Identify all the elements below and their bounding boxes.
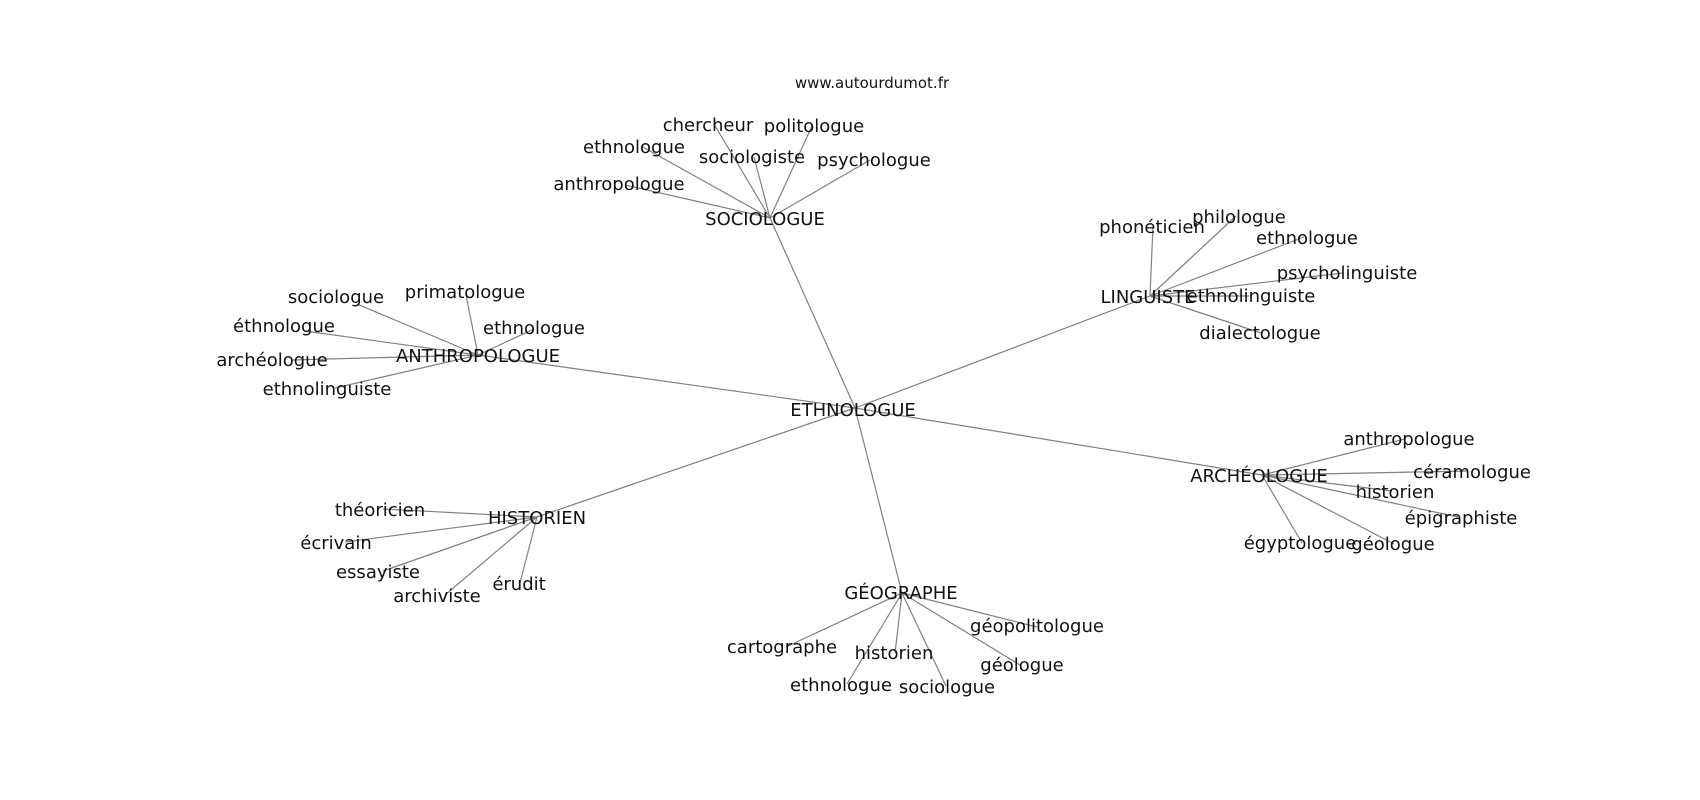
hub-node-label[interactable]: ANTHROPOLOGUE <box>396 346 560 367</box>
hub-leaf-edge <box>1149 225 1154 297</box>
leaf-node-label[interactable]: théoricien <box>335 500 425 521</box>
graph-edges <box>291 123 1469 687</box>
hub-leaf-edge <box>753 156 771 219</box>
hub-leaf-edge <box>519 516 538 584</box>
hub-leaf-edge <box>787 592 903 647</box>
hub-leaf-edge <box>901 592 1038 628</box>
hub-leaf-edge <box>382 508 538 518</box>
leaf-node-label[interactable]: ethnolinguiste <box>1187 286 1316 307</box>
leaf-node-label[interactable]: phonéticien <box>1099 217 1205 238</box>
hub-leaf-edge <box>477 328 535 356</box>
hub-leaf-edge <box>356 303 479 356</box>
leaf-node-label[interactable]: ethnologue <box>583 137 685 158</box>
leaf-node-label[interactable]: cartographe <box>727 637 837 658</box>
hub-leaf-edge <box>1149 215 1237 297</box>
hub-leaf-edge <box>1261 474 1395 545</box>
center-hub-edge <box>854 295 1151 409</box>
hub-node-label[interactable]: LINGUISTE <box>1100 287 1195 308</box>
center-node-label[interactable]: ETHNOLOGUE <box>790 400 916 421</box>
hub-leaf-edge <box>1261 474 1459 518</box>
leaf-node-label[interactable]: chercheur <box>663 115 754 136</box>
hub-leaf-edge <box>901 592 947 687</box>
hub-leaf-edge <box>1261 474 1303 544</box>
leaf-node-label[interactable]: géologue <box>980 655 1063 676</box>
leaf-node-label[interactable]: ethnologue <box>790 675 892 696</box>
hub-leaf-edge <box>846 592 903 685</box>
leaf-node-label[interactable]: sociologiste <box>699 147 805 168</box>
leaf-node-label[interactable]: essayiste <box>336 562 420 583</box>
leaf-node-label[interactable]: dialectologue <box>1199 323 1320 344</box>
leaf-node-label[interactable]: anthropologue <box>1343 429 1474 450</box>
center-hub-edge <box>477 354 856 409</box>
leaf-node-label[interactable]: ethnologue <box>483 318 585 339</box>
leaf-node-label[interactable]: épigraphiste <box>1405 508 1518 529</box>
hub-leaf-edge <box>444 516 538 596</box>
leaf-node-label[interactable]: sociologue <box>899 677 995 698</box>
site-watermark: www.autourdumot.fr <box>795 74 950 92</box>
hub-leaf-edge <box>344 516 538 543</box>
center-hub-edge <box>769 217 856 409</box>
leaf-node-label[interactable]: érudit <box>492 574 545 595</box>
hub-leaf-edge <box>713 123 771 219</box>
leaf-node-label[interactable]: éthnologue <box>233 316 335 337</box>
leaf-node-label[interactable]: géologue <box>1351 534 1434 555</box>
hub-node-label[interactable]: SOCIOLOGUE <box>705 209 825 230</box>
hub-leaf-edge <box>1149 295 1262 334</box>
center-hub-edge <box>854 407 1263 476</box>
hub-node-label[interactable]: GÉOGRAPHE <box>844 582 957 604</box>
hub-node-label[interactable]: ARCHÉOLOGUE <box>1190 465 1328 487</box>
hub-leaf-edge <box>465 294 479 356</box>
center-hub-edge <box>854 407 903 594</box>
leaf-node-label[interactable]: historien <box>1356 482 1435 503</box>
hub-leaf-edge <box>334 354 479 389</box>
leaf-node-label[interactable]: psychologue <box>817 150 931 171</box>
hub-leaf-edge <box>1261 438 1406 476</box>
hub-leaf-edge <box>304 330 479 356</box>
hub-leaf-edge <box>291 354 479 361</box>
hub-leaf-edge <box>1261 474 1393 492</box>
hub-leaf-edge <box>769 125 813 219</box>
leaf-node-label[interactable]: historien <box>855 643 934 664</box>
leaf-node-label[interactable]: primatologue <box>405 282 525 303</box>
leaf-node-label[interactable]: psycholinguiste <box>1277 263 1418 284</box>
hub-leaf-edge <box>640 145 771 219</box>
leaf-node-label[interactable]: anthropologue <box>553 174 684 195</box>
hub-leaf-edge <box>901 592 1021 666</box>
leaf-node-label[interactable]: ethnologue <box>1256 228 1358 249</box>
leaf-node-label[interactable]: archiviste <box>393 586 481 607</box>
leaf-node-label[interactable]: écrivain <box>300 533 371 554</box>
hub-leaf-edge <box>894 592 903 654</box>
leaf-node-label[interactable]: égyptologue <box>1244 533 1357 554</box>
leaf-node-label[interactable]: ethnolinguiste <box>263 379 392 400</box>
hub-leaf-edge <box>1149 272 1344 297</box>
hub-leaf-edge <box>1261 470 1469 476</box>
center-hub-edge <box>536 407 856 518</box>
hub-leaf-edge <box>769 159 871 219</box>
leaf-node-label[interactable]: philologue <box>1192 207 1286 228</box>
leaf-node-label[interactable]: archéologue <box>216 350 327 371</box>
hub-leaf-edge <box>1149 236 1305 297</box>
hub-node-label[interactable]: HISTORIEN <box>488 508 586 529</box>
graph-labels: www.autourdumot.fr ETHNOLOGUE SOCIOLOGUE… <box>216 74 1531 698</box>
hub-leaf-edge <box>624 184 771 219</box>
hub-leaf-edge <box>382 516 538 572</box>
leaf-node-label[interactable]: céramologue <box>1413 462 1531 483</box>
leaf-node-label[interactable]: sociologue <box>288 287 384 308</box>
leaf-node-label[interactable]: politologue <box>764 116 864 137</box>
leaf-node-label[interactable]: géopolitologue <box>970 616 1104 637</box>
